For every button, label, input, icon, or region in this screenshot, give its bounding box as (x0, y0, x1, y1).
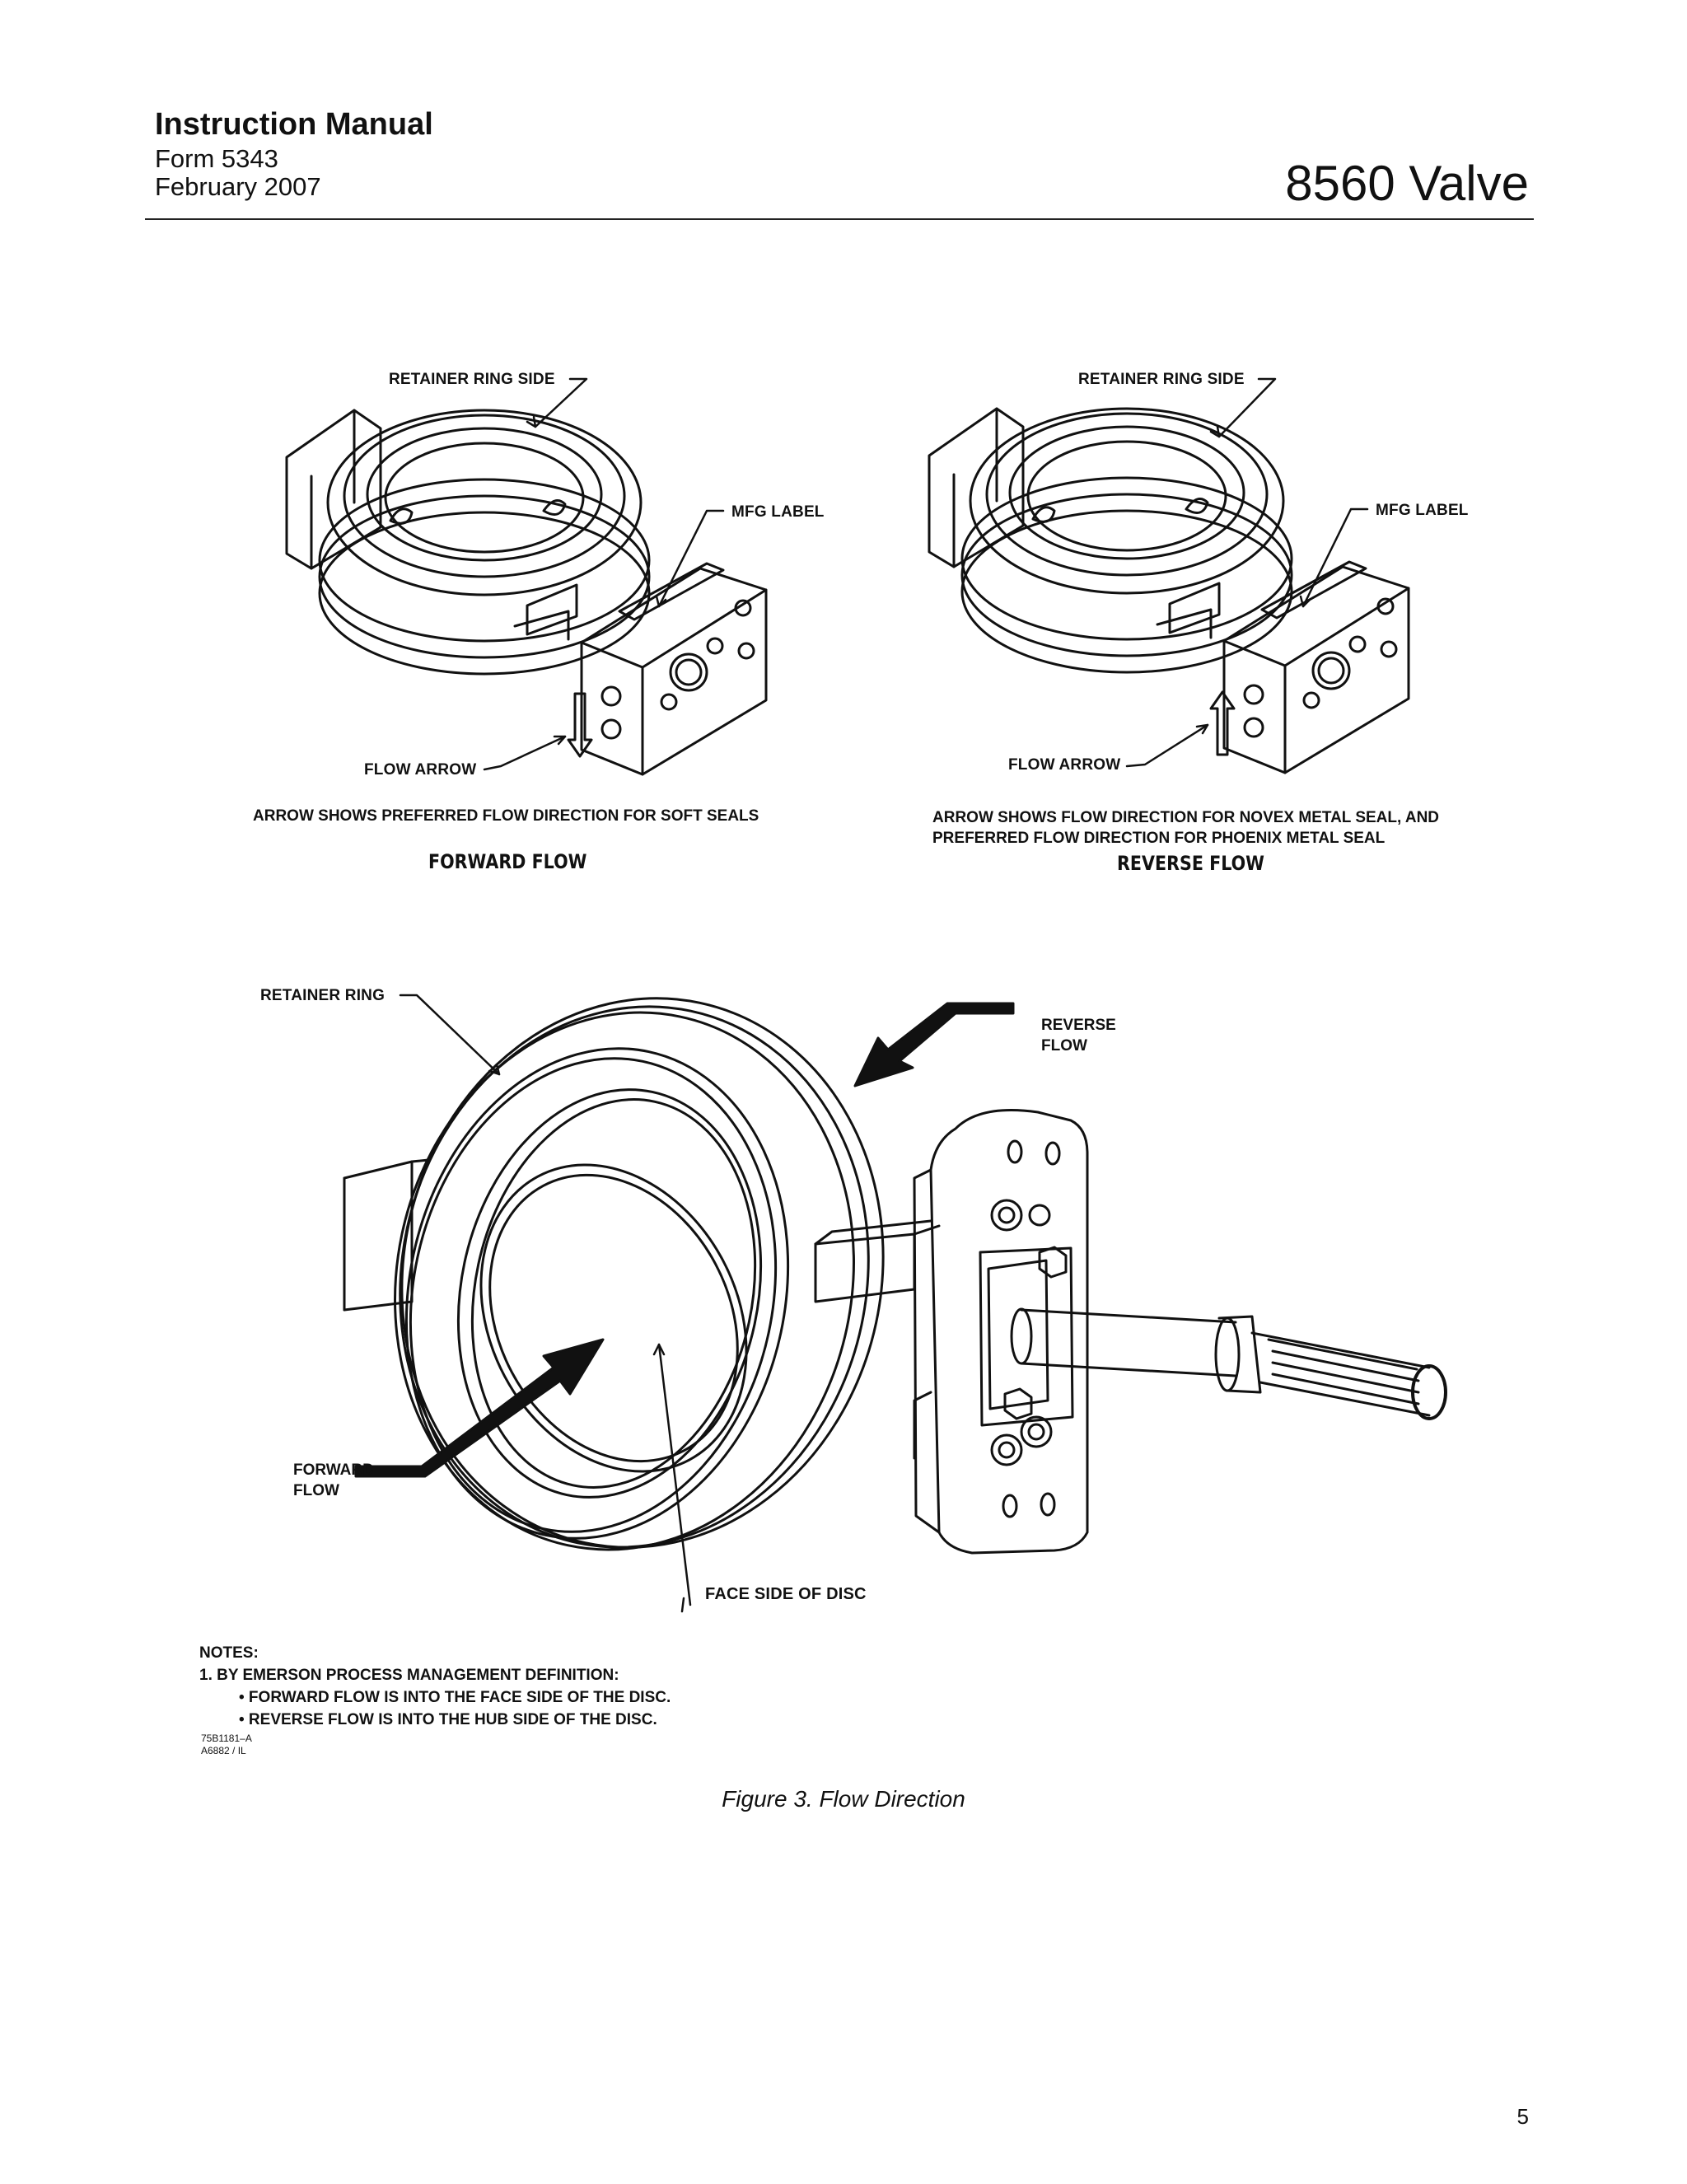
drawing-code-2: A6882 / IL (201, 1745, 246, 1756)
label-flow-arrow-right: FLOW ARROW (1008, 756, 1121, 774)
label-reverse-flow: REVERSE FLOW (1041, 1015, 1116, 1056)
figure-caption: Figure 3. Flow Direction (722, 1786, 965, 1812)
notes-line-1: 1. BY EMERSON PROCESS MANAGEMENT DEFINIT… (199, 1667, 619, 1684)
leaders-forward-flow (483, 377, 725, 771)
caption-reverse-flow-line-1: ARROW SHOWS FLOW DIRECTION FOR NOVEX MET… (932, 809, 1440, 826)
label-retainer-ring-side-left: RETAINER RING SIDE (389, 371, 555, 388)
label-forward-flow: FORWARD FLOW (293, 1460, 374, 1501)
label-face-side-of-disc: FACE SIDE OF DISC (705, 1585, 867, 1603)
title-forward-flow: FORWARD FLOW (428, 850, 587, 873)
label-mfg-right: MFG LABEL (1376, 502, 1469, 519)
drawing-code-1: 75B1181–A (201, 1733, 252, 1744)
notes-bullet-reverse: • REVERSE FLOW IS INTO THE HUB SIDE OF T… (239, 1711, 657, 1728)
label-retainer-ring: RETAINER RING (260, 987, 386, 1004)
leaders-reverse-flow (1125, 377, 1369, 768)
valve-forward-flow-drawing (285, 409, 768, 776)
label-reverse-flow-line-2: FLOW (1041, 1037, 1087, 1055)
publication-date: February 2007 (155, 172, 321, 201)
caption-reverse-flow: ARROW SHOWS FLOW DIRECTION FOR NOVEX MET… (932, 807, 1439, 849)
notes-block: NOTES: 1. BY EMERSON PROCESS MANAGEMENT … (199, 1642, 671, 1731)
label-reverse-flow-line-1: REVERSE (1041, 1017, 1116, 1034)
label-forward-flow-line-1: FORWARD (293, 1461, 374, 1479)
drawing-codes: 75B1181–A A6882 / IL (201, 1733, 252, 1757)
label-mfg-left: MFG LABEL (731, 503, 825, 521)
label-flow-arrow-left: FLOW ARROW (364, 761, 477, 779)
manual-title: Instruction Manual (155, 107, 433, 142)
leaders-bottom (399, 994, 692, 1613)
valve-reverse-flow-drawing (928, 407, 1410, 774)
product-name: 8560 Valve (1285, 156, 1529, 211)
label-retainer-ring-side-right: RETAINER RING SIDE (1078, 371, 1245, 388)
label-forward-flow-line-2: FLOW (293, 1482, 339, 1499)
caption-reverse-flow-line-2: PREFERRED FLOW DIRECTION FOR PHOENIX MET… (932, 830, 1386, 847)
notes-bullet-forward: • FORWARD FLOW IS INTO THE FACE SIDE OF … (239, 1689, 671, 1706)
page-number: 5 (1516, 2104, 1529, 2129)
title-reverse-flow: REVERSE FLOW (1117, 852, 1264, 875)
caption-forward-flow: ARROW SHOWS PREFERRED FLOW DIRECTION FOR… (253, 807, 759, 825)
header-rule (145, 218, 1534, 220)
notes-heading: NOTES: (199, 1644, 259, 1662)
form-number: Form 5343 (155, 144, 278, 173)
flow-arrows-large (354, 1002, 1015, 1478)
valve-isometric-drawing (343, 997, 1447, 1555)
